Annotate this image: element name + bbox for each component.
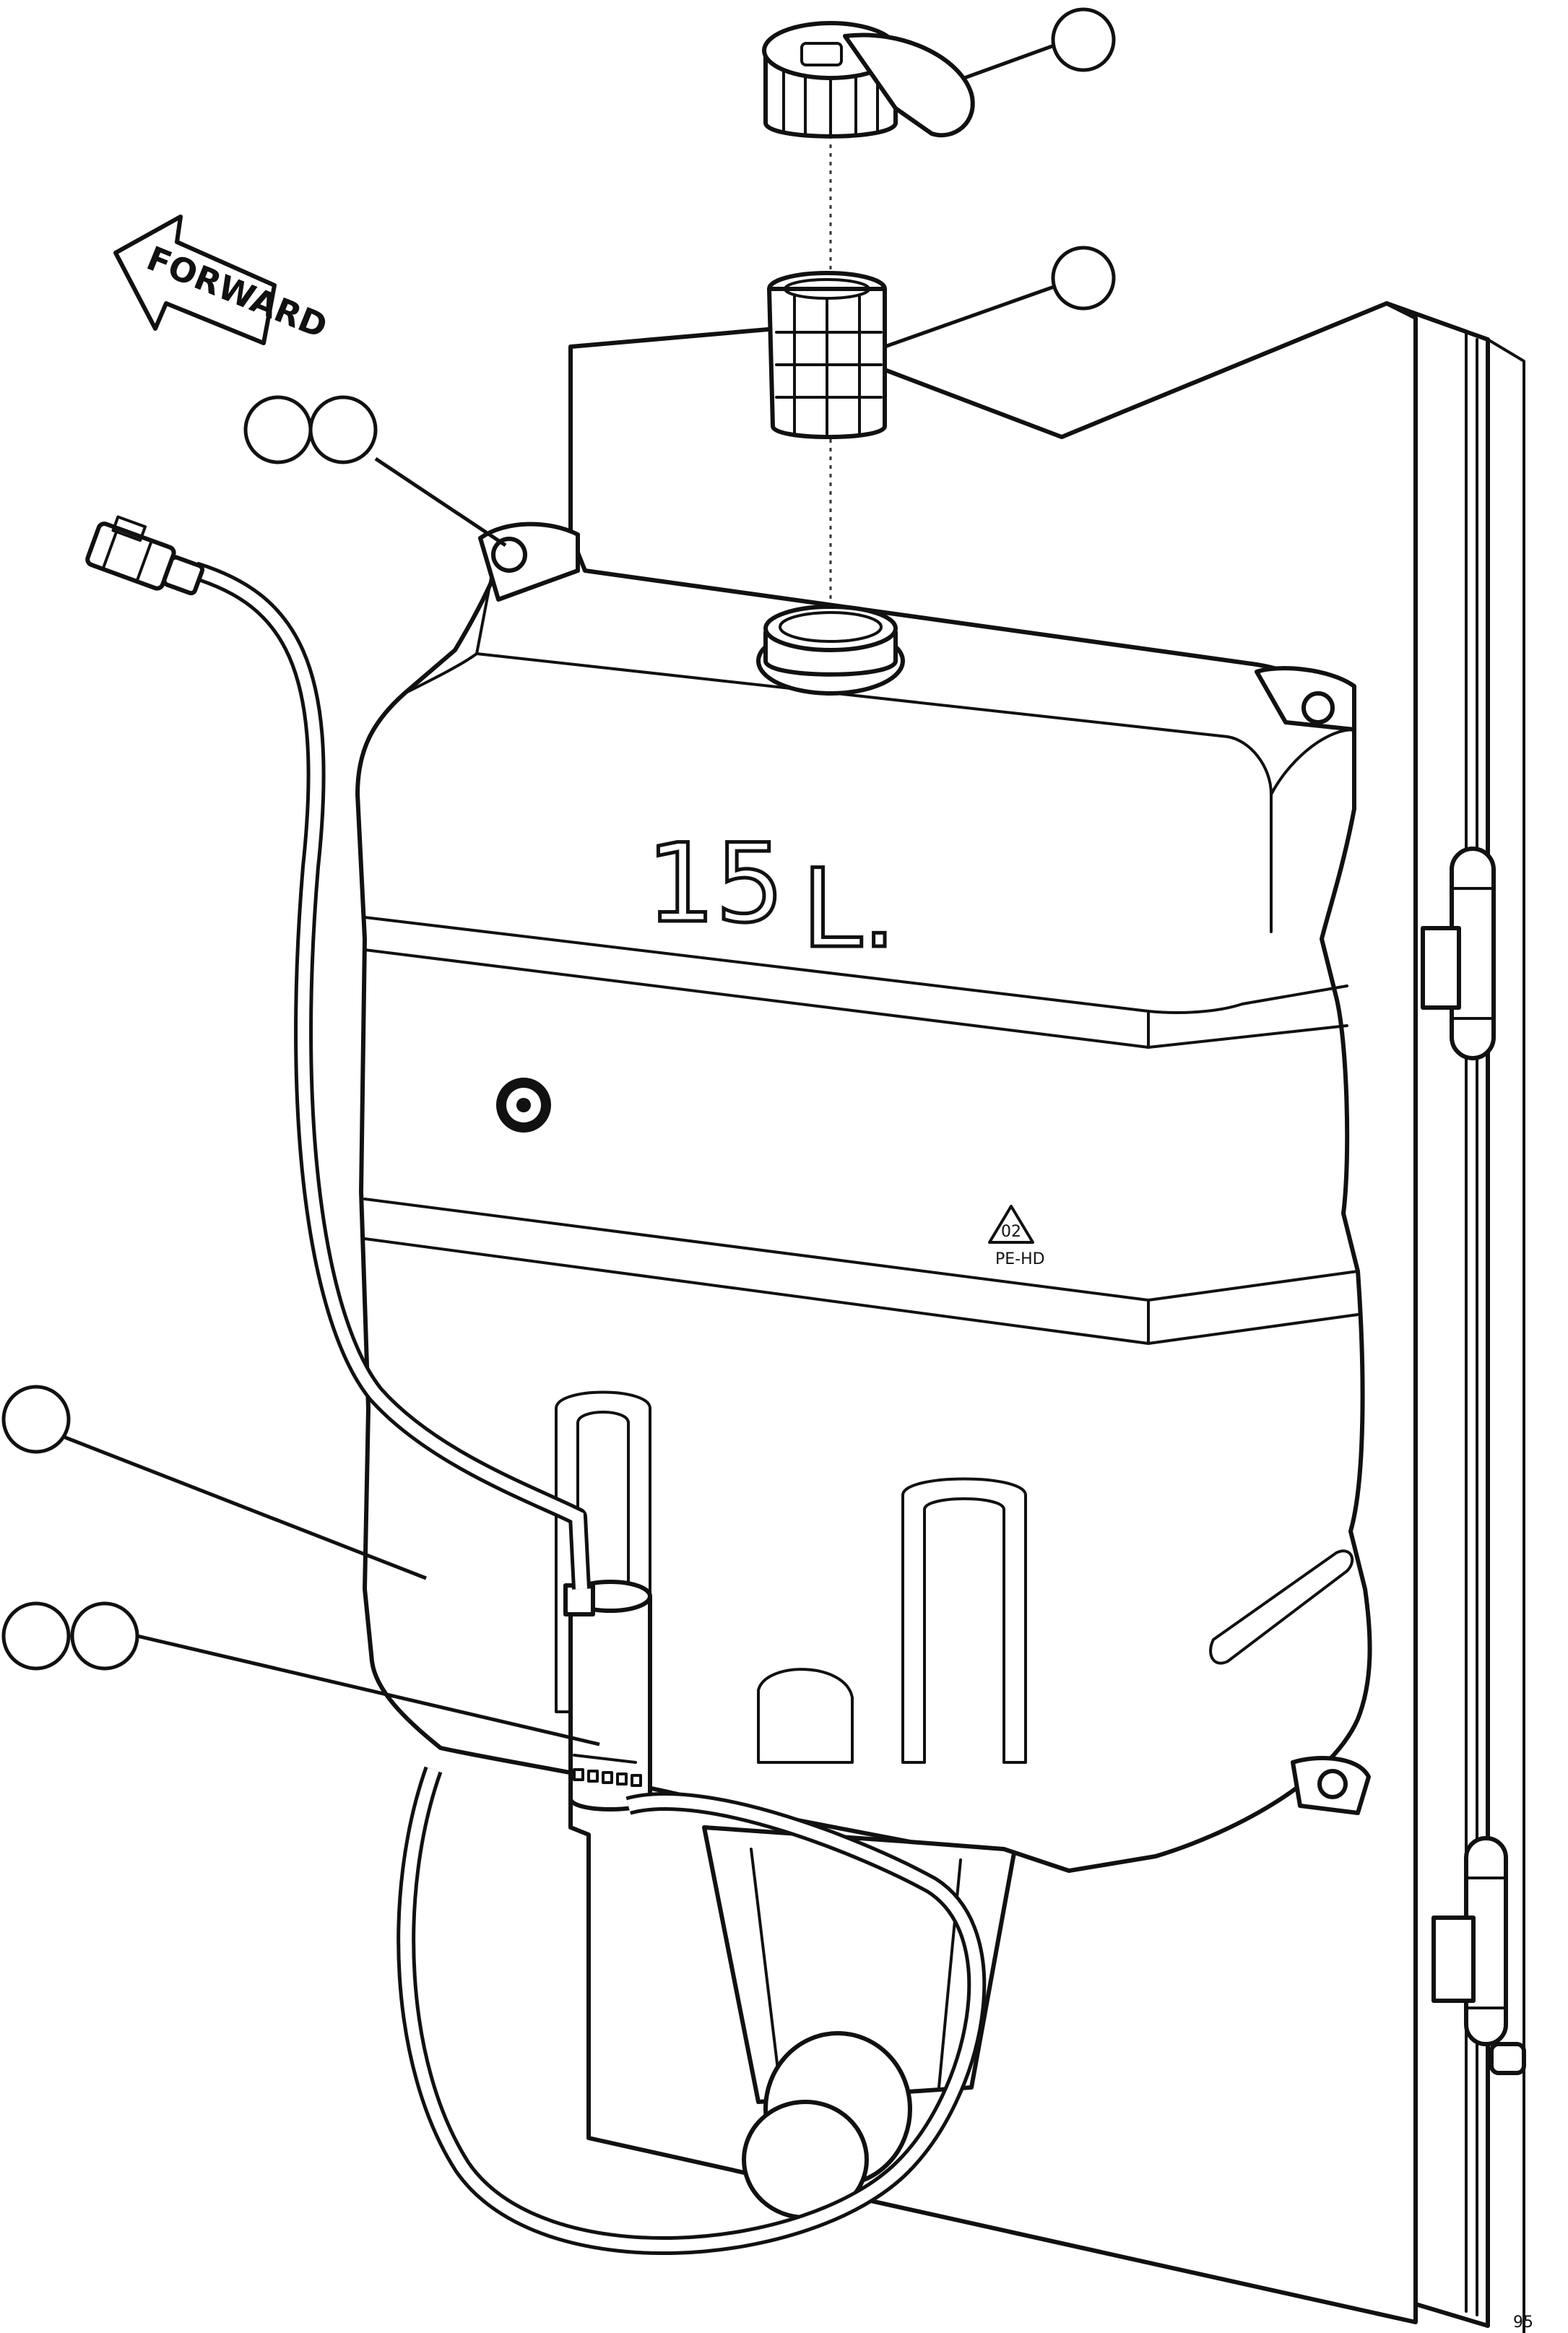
mounting-bolt-upper-right — [1301, 691, 1335, 724]
washer-tank: 15 L. 02 PE-HD — [355, 521, 1372, 2220]
callout-tank — [1, 1385, 71, 1454]
harness-connector — [85, 515, 205, 596]
washer-pump — [563, 1580, 652, 1812]
callout-bolt-b — [308, 395, 378, 464]
svg-text:PE-HD: PE-HD — [995, 1250, 1045, 1268]
svg-text:02: 02 — [1001, 1223, 1021, 1241]
pump-connector — [563, 1583, 595, 1616]
callout-bolt-a — [243, 395, 313, 464]
callout-pump-a — [1, 1601, 71, 1671]
mounting-bolt-lower-right — [1317, 1769, 1348, 1799]
filler-strainer — [767, 271, 887, 439]
filler-cap — [762, 21, 975, 139]
capacity-number: 15 — [646, 821, 784, 947]
callout-strainer — [1051, 246, 1116, 311]
upper-hinge — [1421, 847, 1496, 1060]
mounting-bolt-upper-left — [491, 537, 527, 573]
recycle-symbol: 02 PE-HD — [988, 1205, 1045, 1268]
callouts — [1, 7, 1116, 1746]
cap-tether — [843, 33, 975, 138]
filler-neck — [756, 605, 905, 696]
forward-direction-arrow: FORWARD — [113, 215, 333, 346]
washer-hose-inner — [400, 1767, 983, 2251]
lower-hinge — [1431, 1836, 1526, 2075]
date-code-badge — [496, 1078, 551, 1133]
electrical-harness-inner — [193, 565, 587, 1590]
callout-cap — [1051, 7, 1116, 72]
page-code: 95 — [1513, 2313, 1533, 2332]
callout-pump-b — [70, 1601, 139, 1671]
capacity-unit: L. — [802, 847, 896, 972]
